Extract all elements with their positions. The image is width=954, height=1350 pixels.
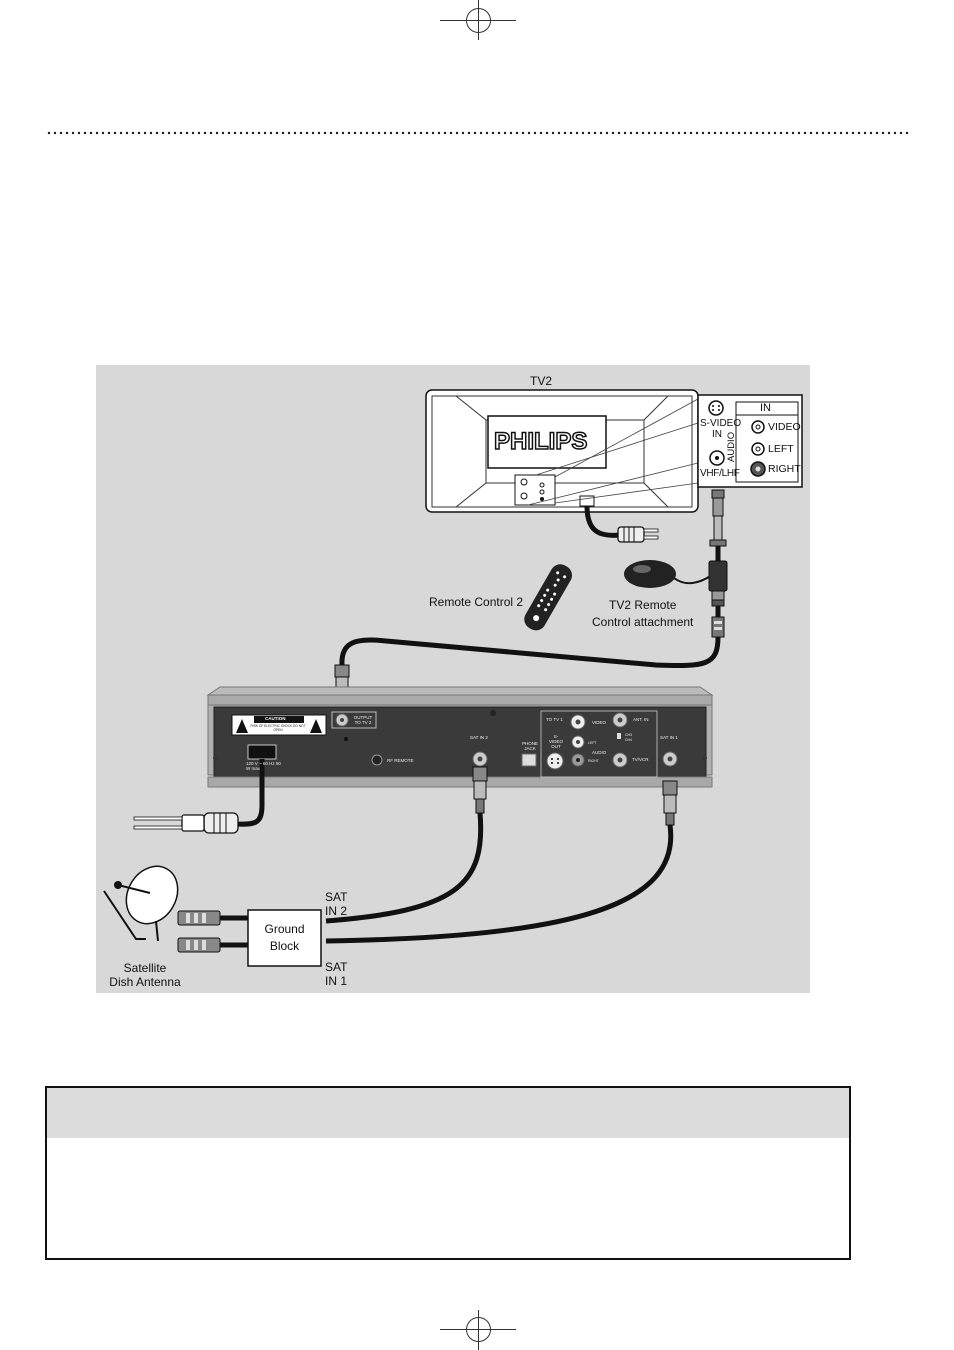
receiver-caution-sub: RISK OF ELECTRIC SHOCK DO NOT OPEN [250, 724, 306, 732]
remote-control-2-label: Remote Control 2 [429, 595, 524, 609]
coax-connector-sat-in-2 [472, 766, 488, 814]
receiver-svideo-out-label: S-VIDEO OUT [548, 734, 563, 749]
tv2-remote-attachment-label: TV2 Remote Control attachment [592, 598, 694, 629]
note-box-header [45, 1086, 851, 1142]
tv-panel-audio-label: AUDIO [726, 431, 737, 462]
tv2-title: TV2 [530, 374, 553, 388]
tv-brand-logo: PHILIPS [493, 427, 588, 456]
connection-diagram-art [103, 389, 803, 967]
coax-connectors-dish [177, 910, 221, 953]
tv-panel-vhf-label: VHF/LHF [700, 468, 740, 479]
sat-in-1-label: SAT IN 1 [325, 960, 348, 988]
tv-panel-video-label: VIDEO [768, 421, 801, 433]
tv-panel-left-label: LEFT [768, 443, 794, 455]
receiver-ch3-label: CH3 [625, 733, 633, 737]
tv2-input-panel [697, 394, 803, 547]
receiver-output-to-tv2-label: OUTPUT TO TV 2 [353, 715, 373, 725]
coax-connector-remote [711, 616, 725, 638]
receiver-sat-in-1-label: SAT IN 1 [660, 735, 678, 740]
tv2-remote-attachment [624, 560, 728, 607]
receiver-rf-remote-label: RF REMOTE [387, 758, 414, 763]
tv-panel-in-small: IN [712, 429, 722, 440]
receiver-to-tv1-label: TO TV 1 [546, 717, 563, 722]
receiver-power-plug [133, 812, 239, 834]
satellite-dish [103, 865, 179, 942]
tv-panel-svideo-label: S-VIDEO [700, 418, 742, 429]
receiver-audio-label: AUDIO [592, 750, 607, 755]
tv2-back [425, 389, 699, 513]
tv-panel-right-label: RIGHT [768, 463, 801, 475]
connection-diagram: TV2 PHILIPS IN S-VIDEO IN VIDEO LEFT RIG… [96, 365, 810, 993]
dotted-separator [46, 131, 912, 135]
satellite-dish-label: Satellite Dish Antenna [109, 961, 181, 989]
receiver-tv-vcr-label: TV/VCR [632, 757, 649, 762]
tv2-power-plug [617, 526, 659, 543]
satellite-receiver-back [206, 686, 714, 788]
remote-control-2 [524, 564, 572, 631]
receiver-ant-in-label: ANT. IN [633, 717, 649, 722]
receiver-power-rating: 120 V ~ 60 Hz 50 W max [246, 761, 281, 771]
receiver-left-label: LEFT [588, 741, 597, 745]
coax-connector-sat-in-1 [662, 780, 678, 826]
receiver-caution-label: CAUTION [265, 716, 286, 721]
receiver-phone-jack-label: PHONE JACK [521, 741, 538, 751]
receiver-video-label: VIDEO [592, 720, 607, 725]
ground-block-label: Ground Block [264, 922, 305, 953]
receiver-ch4-label: CH4 [625, 738, 633, 742]
note-box-body [45, 1138, 851, 1260]
receiver-sat-in-2-label: SAT IN 2 [470, 735, 488, 740]
receiver-right-label: RIGHT [588, 759, 599, 763]
sat-in-2-label: SAT IN 2 [325, 890, 348, 918]
tv-panel-in-label: IN [760, 402, 771, 414]
ground-block-box [247, 909, 322, 967]
